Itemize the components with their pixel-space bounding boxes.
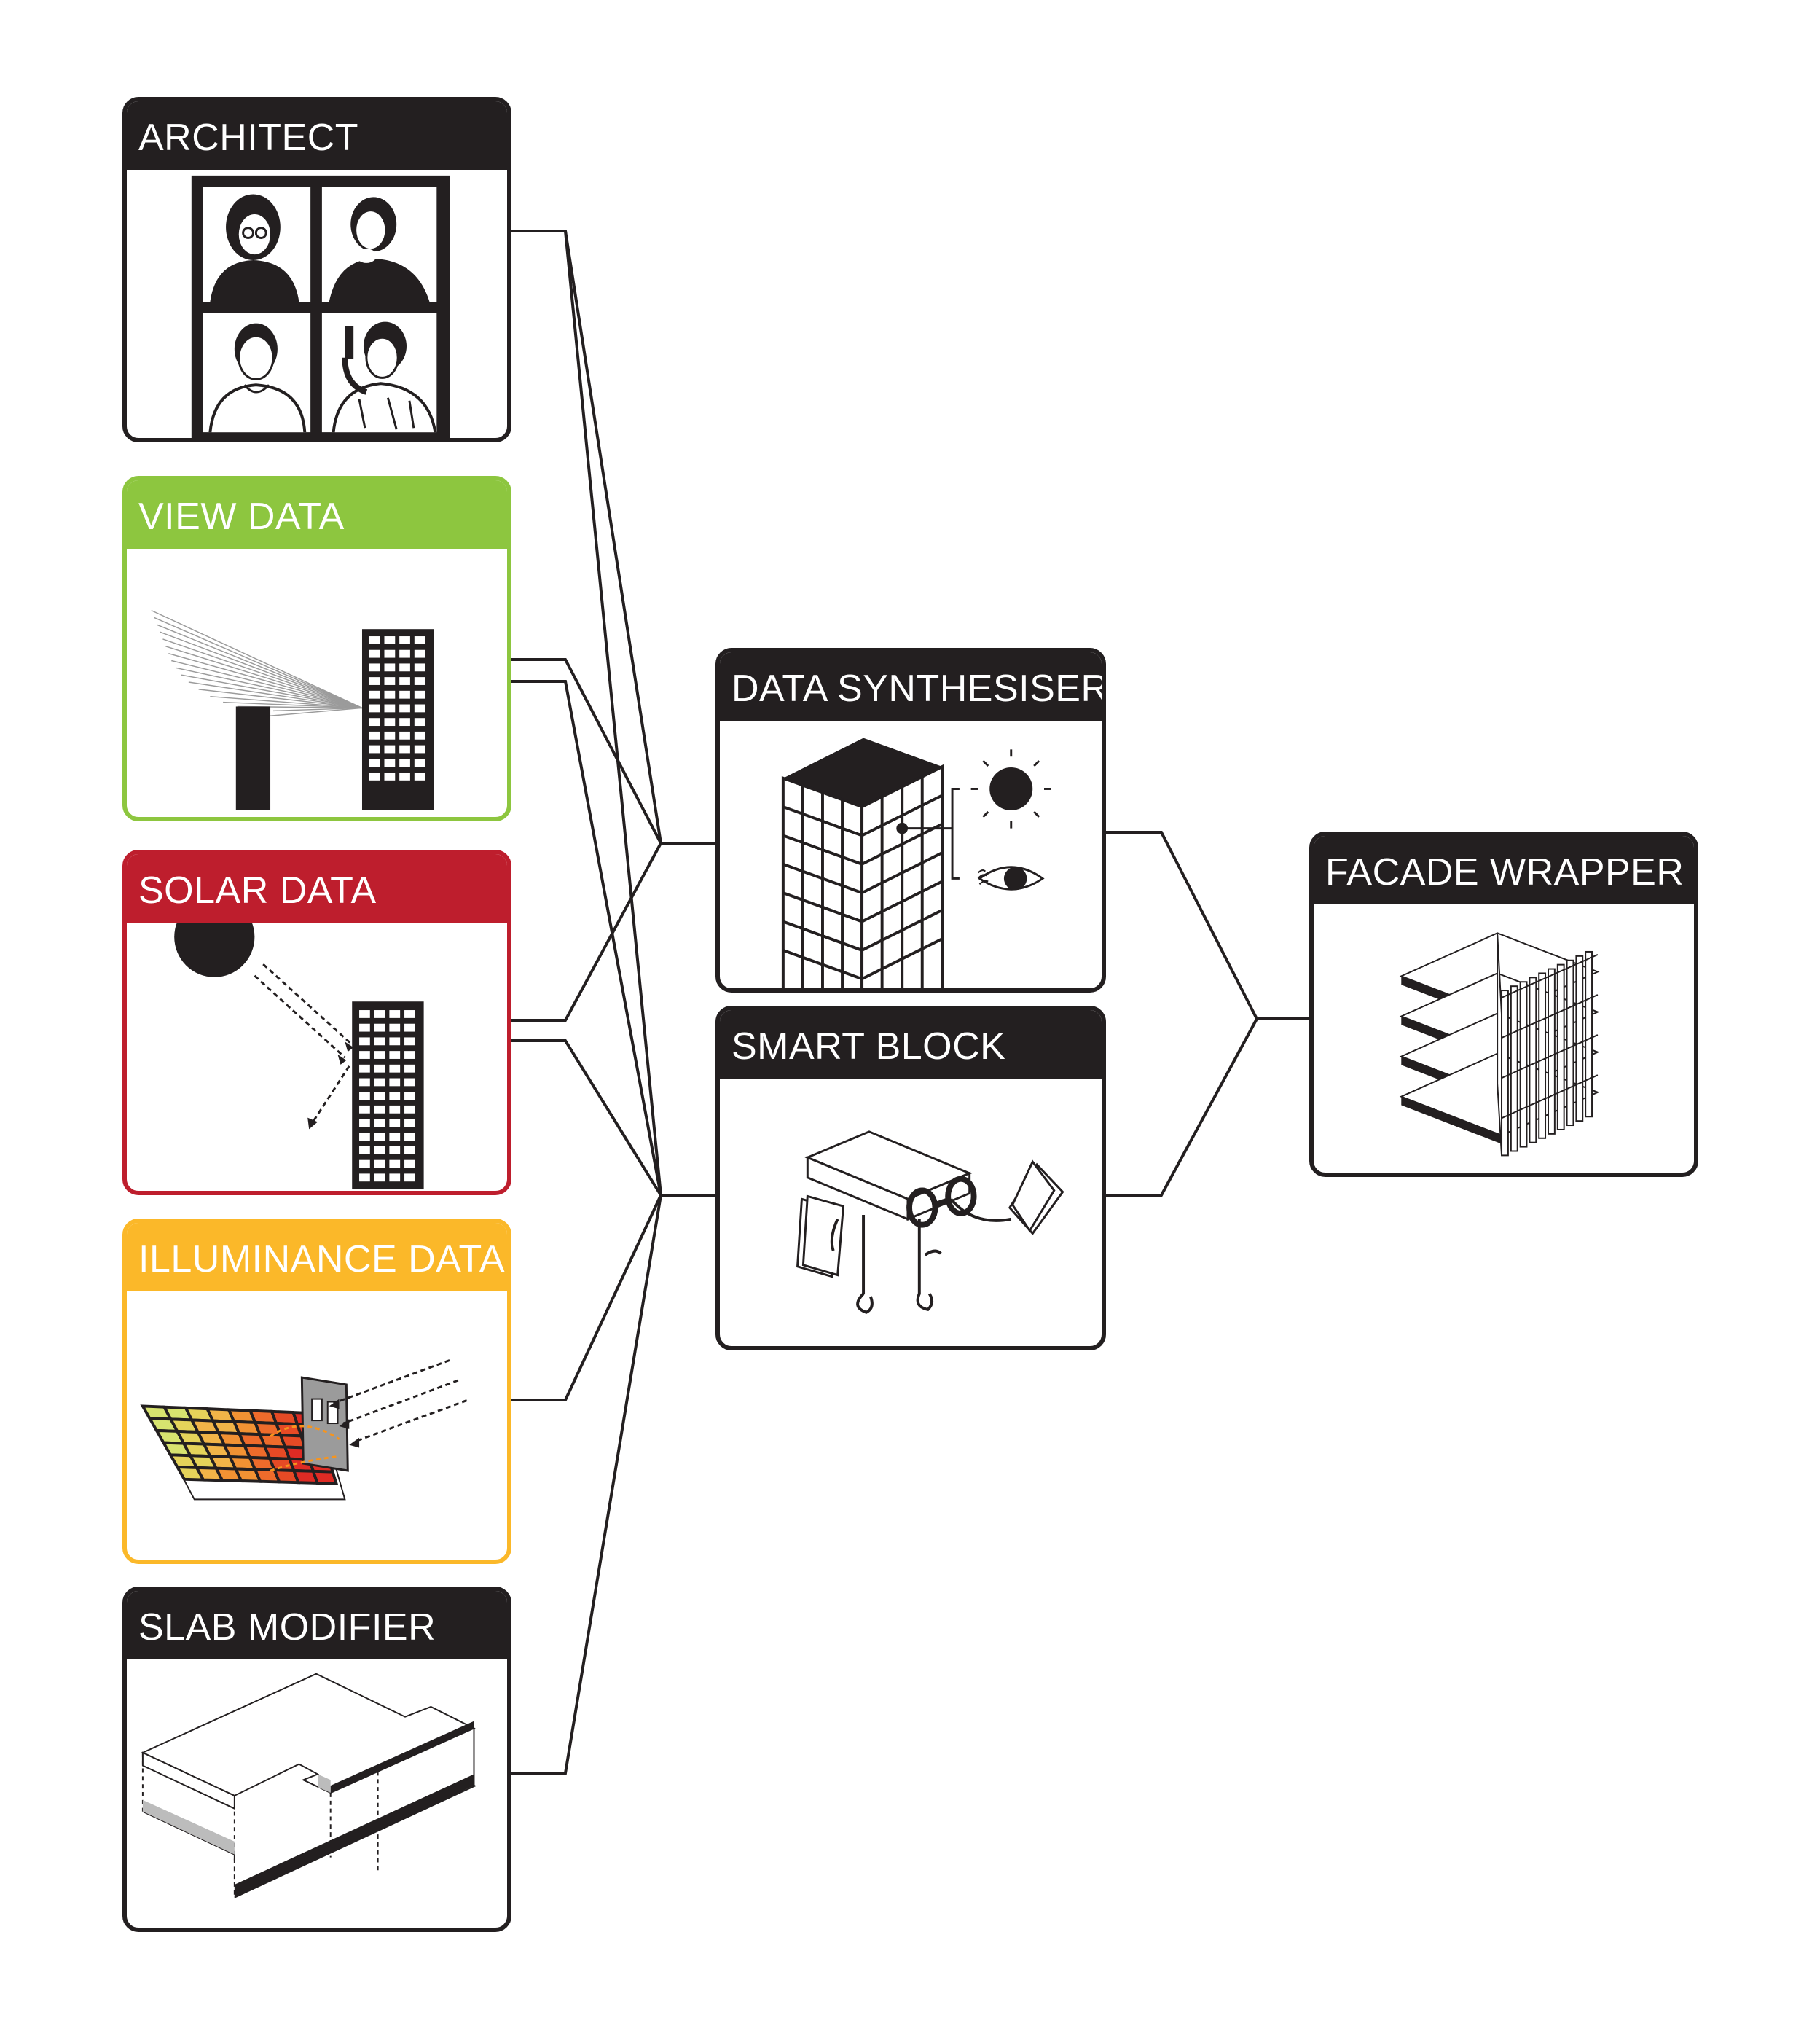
edge-synth-facade — [1106, 831, 1309, 1020]
sun-rays-icon — [174, 923, 424, 1190]
edge-illum-smart — [511, 1194, 662, 1401]
card-title: SOLAR DATA — [127, 854, 507, 923]
portraits-grid-icon — [191, 175, 450, 438]
smart-block-character-icon — [796, 1130, 1064, 1314]
slab-modifier-card[interactable]: SLAB MODIFIER — [122, 1587, 511, 1932]
card-title: SLAB MODIFIER — [127, 1591, 507, 1659]
view-data-card[interactable]: VIEW DATA — [122, 476, 511, 821]
card-title: FACADE WRAPPER — [1314, 836, 1694, 904]
edge-smart-facade — [1106, 1018, 1258, 1197]
edge-solar-synth — [511, 842, 662, 1022]
edge-view-synth — [511, 658, 662, 844]
illuminance-grid-icon — [140, 1359, 468, 1501]
architect-card[interactable]: ARCHITECT — [122, 97, 511, 442]
data-synthesiser-card[interactable]: DATA SYNTHESISER — [715, 648, 1106, 993]
facade-frame-icon — [1399, 932, 1600, 1157]
slab-icon — [141, 1673, 476, 1898]
tower-sensor-icon — [781, 738, 1051, 988]
facade-wrapper-card[interactable]: FACADE WRAPPER — [1309, 832, 1698, 1177]
view-rays-icon — [151, 609, 434, 810]
edge-architect-synth — [511, 230, 715, 845]
card-title: ARCHITECT — [127, 101, 507, 170]
solar-data-card[interactable]: SOLAR DATA — [122, 850, 511, 1195]
card-title: DATA SYNTHESISER — [720, 652, 1102, 721]
card-title: VIEW DATA — [127, 480, 507, 549]
edge-view-smart — [511, 680, 662, 1196]
card-title: SMART BLOCK — [720, 1010, 1102, 1079]
card-title: ILLUMINANCE DATA — [127, 1223, 507, 1291]
illuminance-data-card[interactable]: ILLUMINANCE DATA — [122, 1219, 511, 1564]
edge-solar-smart — [511, 1039, 662, 1197]
edge-slab-smart — [511, 1194, 662, 1775]
smart-block-card[interactable]: SMART BLOCK — [715, 1006, 1106, 1350]
